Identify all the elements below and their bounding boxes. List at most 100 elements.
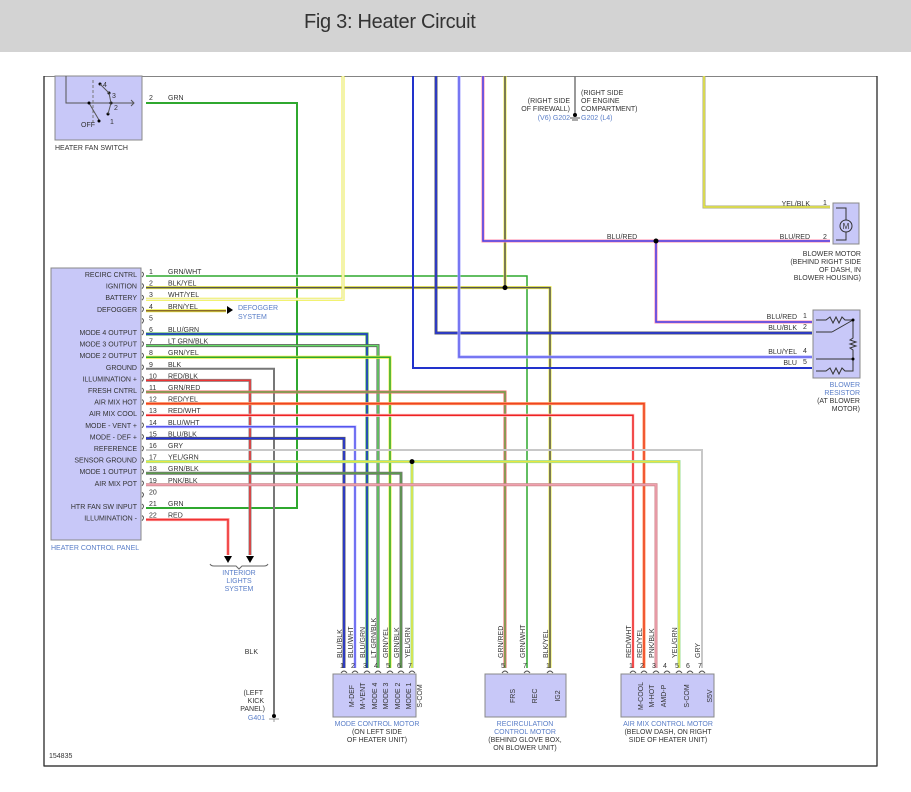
g202-left-3: (V6) G202 <box>538 115 570 122</box>
splice-junction-dot <box>502 285 508 291</box>
hcp-pin-number: 7 <box>149 339 153 346</box>
blower-motor-pin1: 1 <box>823 200 827 207</box>
switch-pos-1: 1 <box>110 119 114 126</box>
recirc_control_motor-name-line: ON BLOWER UNIT) <box>493 745 556 752</box>
mode_control_motor-pin-function: MODE 3 <box>383 682 390 709</box>
recirc_control_motor-pin-function: IG2 <box>555 690 562 701</box>
title-bar: Fig 3: Heater Circuit <box>0 0 911 52</box>
hcp-pin-function: AIR MIX COOL <box>89 411 137 418</box>
resistor-pin-wire: BLU/BLK <box>768 325 797 332</box>
mode_control_motor-pin-function: M-DEF <box>349 685 356 707</box>
g202-right-1: (RIGHT SIDE <box>581 90 624 97</box>
heater-control-panel-label: HEATER CONTROL PANEL <box>51 545 139 552</box>
connector-terminal <box>141 422 144 429</box>
mode_control_motor-pin-wire: GRN/BLK <box>394 627 401 658</box>
connector-terminal <box>640 670 648 674</box>
switch-pos-3: 3 <box>112 93 116 100</box>
recirc_control_motor-pin-wire: GRN/WHT <box>520 624 527 658</box>
connector-terminal <box>141 317 144 324</box>
g202-left-1: (RIGHT SIDE <box>528 98 571 105</box>
air_mix_control_motor-pin-number: 5 <box>675 663 679 670</box>
hcp-pin-function: MODE - DEF + <box>90 434 137 441</box>
air_mix_control_motor-pin-number: 3 <box>652 663 656 670</box>
mode_control_motor-pin-function: S-COM <box>417 684 424 708</box>
connector-terminal <box>141 515 144 521</box>
connector-terminal <box>397 670 405 674</box>
resistor-pin-number: 4 <box>803 348 807 355</box>
hcp-wire-color: GRN/YEL <box>168 350 199 357</box>
air_mix_control_motor-name-line: (BELOW DASH, ON RIGHT <box>624 729 712 736</box>
mode_control_motor-pin-wire: BLU/BLK <box>337 629 344 658</box>
wire-mode3 <box>146 344 379 668</box>
recirc_control_motor-pin-wire: BLK/YEL <box>543 629 550 658</box>
resistor-pin-number: 2 <box>803 324 807 331</box>
wire-airmix-cool <box>146 414 634 668</box>
resistor-label-3: (AT BLOWER <box>817 398 860 405</box>
wires-layer <box>146 76 830 714</box>
connector-terminal <box>141 283 144 289</box>
mode_control_motor-name-line: MODE CONTROL MOTOR <box>335 721 420 728</box>
wire-resistor-pin4 <box>458 76 812 358</box>
hcp-pin-number: 21 <box>149 501 157 508</box>
splice-junction-dot <box>409 459 415 465</box>
hcp-pin-function: MODE 3 OUTPUT <box>79 342 137 349</box>
blower-motor-pin1-wire: YEL/BLK <box>782 201 811 208</box>
air_mix_control_motor-name-line: AIR MIX CONTROL MOTOR <box>623 721 713 728</box>
blower-junction-wire: BLU/RED <box>607 234 637 241</box>
wire-scom-airmix <box>412 460 680 668</box>
hcp-pin-number: 15 <box>149 431 157 438</box>
wire-resistor-pin1-stripe <box>654 241 812 324</box>
mode_control_motor-pin-function: MODE 1 <box>406 682 413 709</box>
wire-reference <box>146 449 703 668</box>
blower-motor-pin2-wire: BLU/RED <box>780 234 810 241</box>
mode_control_motor-pin-number: 4 <box>374 663 378 670</box>
interior-lights-label-2: LIGHTS <box>226 578 252 585</box>
air_mix_control_motor-pin-function: S5V <box>707 689 714 703</box>
mode_control_motor-pin-number: 3 <box>363 663 367 670</box>
hcp-pin-number: 9 <box>149 362 153 369</box>
connector-terminal <box>686 670 694 674</box>
splice-junction-dot <box>653 238 659 244</box>
hcp-pin-function: REFERENCE <box>94 446 138 453</box>
mode_control_motor-pin-wire: LT GRN/BLK <box>371 617 378 658</box>
hcp-pin-function: AIR MIX HOT <box>94 400 138 407</box>
g401-id: G401 <box>248 715 265 722</box>
g401-loc-3: PANEL) <box>240 706 265 713</box>
mode_control_motor-pin-function: M-VENT <box>360 682 367 710</box>
recirc_control_motor-pin-number: 7 <box>523 663 527 670</box>
blower-motor-pin2: 2 <box>823 234 827 241</box>
g202-left-2: OF FIREWALL) <box>521 106 570 113</box>
figure-id: 154835 <box>49 753 72 760</box>
connector-terminal <box>340 670 348 674</box>
hcp-pin-number: 8 <box>149 350 153 357</box>
g202-right-3: COMPARTMENT) <box>581 106 638 113</box>
fan-switch-pin: 2 <box>149 95 153 102</box>
connector-terminal <box>141 410 144 417</box>
hcp-pin-function: MODE 4 OUTPUT <box>79 330 137 337</box>
mode_control_motor-pin-function: MODE 4 <box>372 682 379 709</box>
g401-loc-2: KICK <box>248 698 265 705</box>
connector-terminal <box>408 670 416 674</box>
hcp-pin-function: HTR FAN SW INPUT <box>71 504 138 511</box>
wire-blower-pin1 <box>703 76 830 208</box>
wire-mode4 <box>146 333 368 668</box>
connector-terminal <box>141 341 144 347</box>
wire-resistor-pin2-stripe <box>434 76 812 335</box>
fan-switch-wire: GRN <box>168 95 184 102</box>
wire-mode-def <box>146 437 345 668</box>
hcp-wire-color: BRN/YEL <box>168 304 198 311</box>
wire-mode1 <box>146 472 402 668</box>
mode_control_motor-pin-function: MODE 2 <box>395 682 402 709</box>
connector-terminal <box>141 491 144 498</box>
wire-fresh-cntrl-stripe <box>146 390 507 668</box>
air_mix_control_motor-pin-function: AMD-P <box>661 684 668 707</box>
blower-motor-label-2: (BEHIND RIGHT SIDE <box>790 259 861 266</box>
hcp-pin-function: ILLUMINATION - <box>84 516 137 523</box>
hcp-wire-color: RED/YEL <box>168 397 198 404</box>
wire-battery-stripe <box>146 76 345 301</box>
mode_control_motor-name-line: (ON LEFT SIDE <box>352 729 402 736</box>
hcp-pin-number: 12 <box>149 397 157 404</box>
wire-blower-feed <box>482 76 656 242</box>
hcp-pin-function: RECIRC CNTRL <box>85 272 137 279</box>
